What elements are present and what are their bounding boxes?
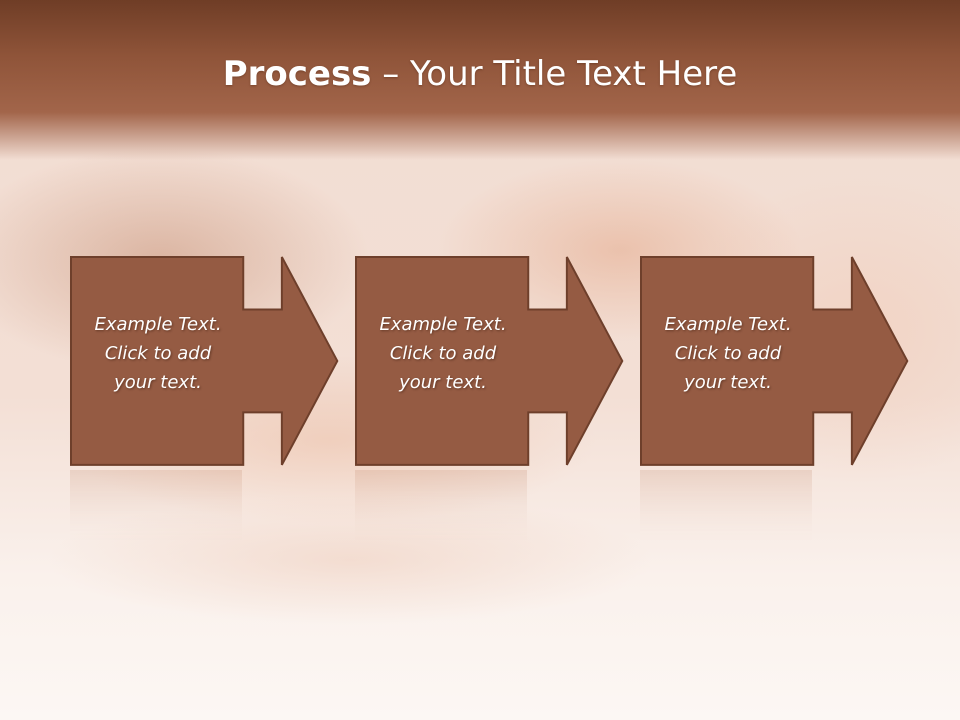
step-1-text: Example Text. Click to add your text. [74,310,242,397]
arrow-box-shape [640,256,909,466]
step-2-text: Example Text. Click to add your text. [359,310,527,397]
step-3-text: Example Text. Click to add your text. [644,310,812,397]
step-1-line3: your text. [114,372,202,393]
arrow-box-shape [70,256,339,466]
title-rest: – Your Title Text Here [371,54,738,94]
process-step-1[interactable]: Example Text. Click to add your text. [70,256,340,468]
step-3-line2: Click to add [674,343,782,364]
step-3-reflection [640,470,910,550]
process-step-3[interactable]: Example Text. Click to add your text. [640,256,910,468]
step-3-line3: your text. [684,372,772,393]
title-banner [0,0,960,160]
step-2-reflection [355,470,625,550]
step-2-line1: Example Text. [379,314,507,335]
slide-title[interactable]: Process – Your Title Text Here [0,52,960,96]
step-2-line3: your text. [399,372,487,393]
step-1-reflection [70,470,340,550]
title-bold: Process [222,54,372,94]
step-1-line1: Example Text. [94,314,222,335]
step-2-line2: Click to add [389,343,497,364]
step-3-line1: Example Text. [664,314,792,335]
process-step-2[interactable]: Example Text. Click to add your text. [355,256,625,468]
step-1-line2: Click to add [104,343,212,364]
arrow-box-shape [355,256,624,466]
